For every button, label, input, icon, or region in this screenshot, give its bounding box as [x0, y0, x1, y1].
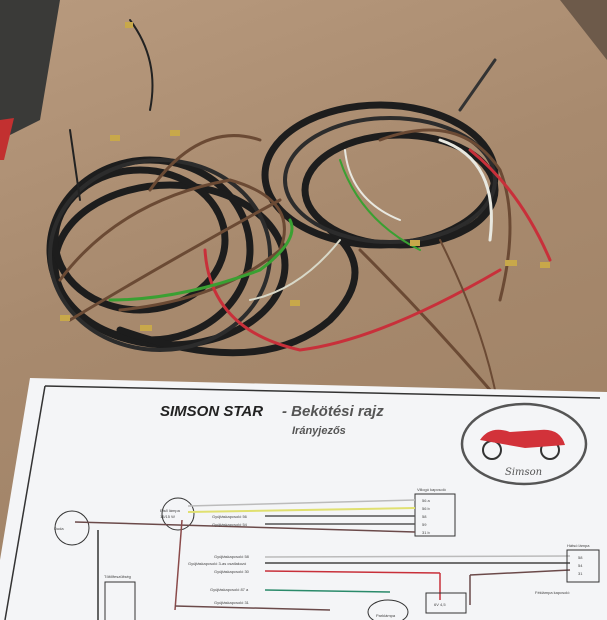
wiring-diagram-sheet: SIMSON STAR - Bekötési rajz Irányjezős S… [0, 378, 607, 620]
pin-label: 56 b [422, 506, 431, 511]
pin-label: 31 b [422, 530, 431, 535]
label-horn: Duda [54, 526, 64, 531]
pin-label: 58 [422, 514, 427, 519]
pin-label: 59 [422, 522, 427, 527]
pin-label: 54 [578, 563, 583, 568]
diagram-title: SIMSON STAR [160, 403, 263, 420]
label-park: Parklámpa [376, 613, 396, 618]
label-ign3: Gyújtáskapcsoló 3-as csatlakozó [188, 561, 247, 566]
park-lamp-symbol [367, 599, 409, 620]
horn-symbol [54, 510, 90, 546]
label-switch: Villogó kapcsoló [417, 487, 447, 492]
label-rear-lamp: Hátsó lámpa [567, 543, 590, 548]
label-ign56: Gyújtáskapcsoló 56 [212, 514, 248, 519]
label-brake-switch: Féklámpa kapcsoló [535, 590, 570, 595]
battery-box [425, 592, 467, 614]
label-headlamp: Első lámpa [160, 508, 181, 513]
diagram-subtitle: Irányjezős [292, 425, 346, 437]
rear-lamp-box [566, 549, 600, 583]
label-ign87: Gyújtáskapcsoló 87 a [210, 587, 249, 592]
switch-box [414, 493, 456, 537]
charging-box [104, 581, 136, 620]
wiring-harness [46, 19, 552, 396]
label-ign58: Gyújtáskapcsoló 58 [214, 554, 250, 559]
label-ign31: Gyújtáskapcsoló 31 [214, 600, 250, 605]
label-ign54: Gyújtáskapcsoló 54 [212, 522, 248, 527]
pin-label: 56 a [422, 498, 431, 503]
simson-logo: Simson [460, 402, 588, 486]
label-headlamp-watt: 15/15 W [160, 514, 175, 519]
logo-text: Simson [505, 467, 542, 478]
label-ign30: Gyújtáskapcsoló 30 [214, 569, 250, 574]
label-charging: Töltőfeszültség [104, 574, 131, 579]
label-battery: 6V 4,5 [434, 602, 446, 607]
headlamp-symbol [161, 497, 195, 531]
diagram-title-suffix: - Bekötési rajz [282, 403, 384, 420]
pin-label: 58 [578, 555, 583, 560]
red-object [0, 118, 14, 160]
pin-label: 31 [578, 571, 583, 576]
box-edge [560, 0, 607, 60]
floor-shadow [0, 0, 60, 140]
